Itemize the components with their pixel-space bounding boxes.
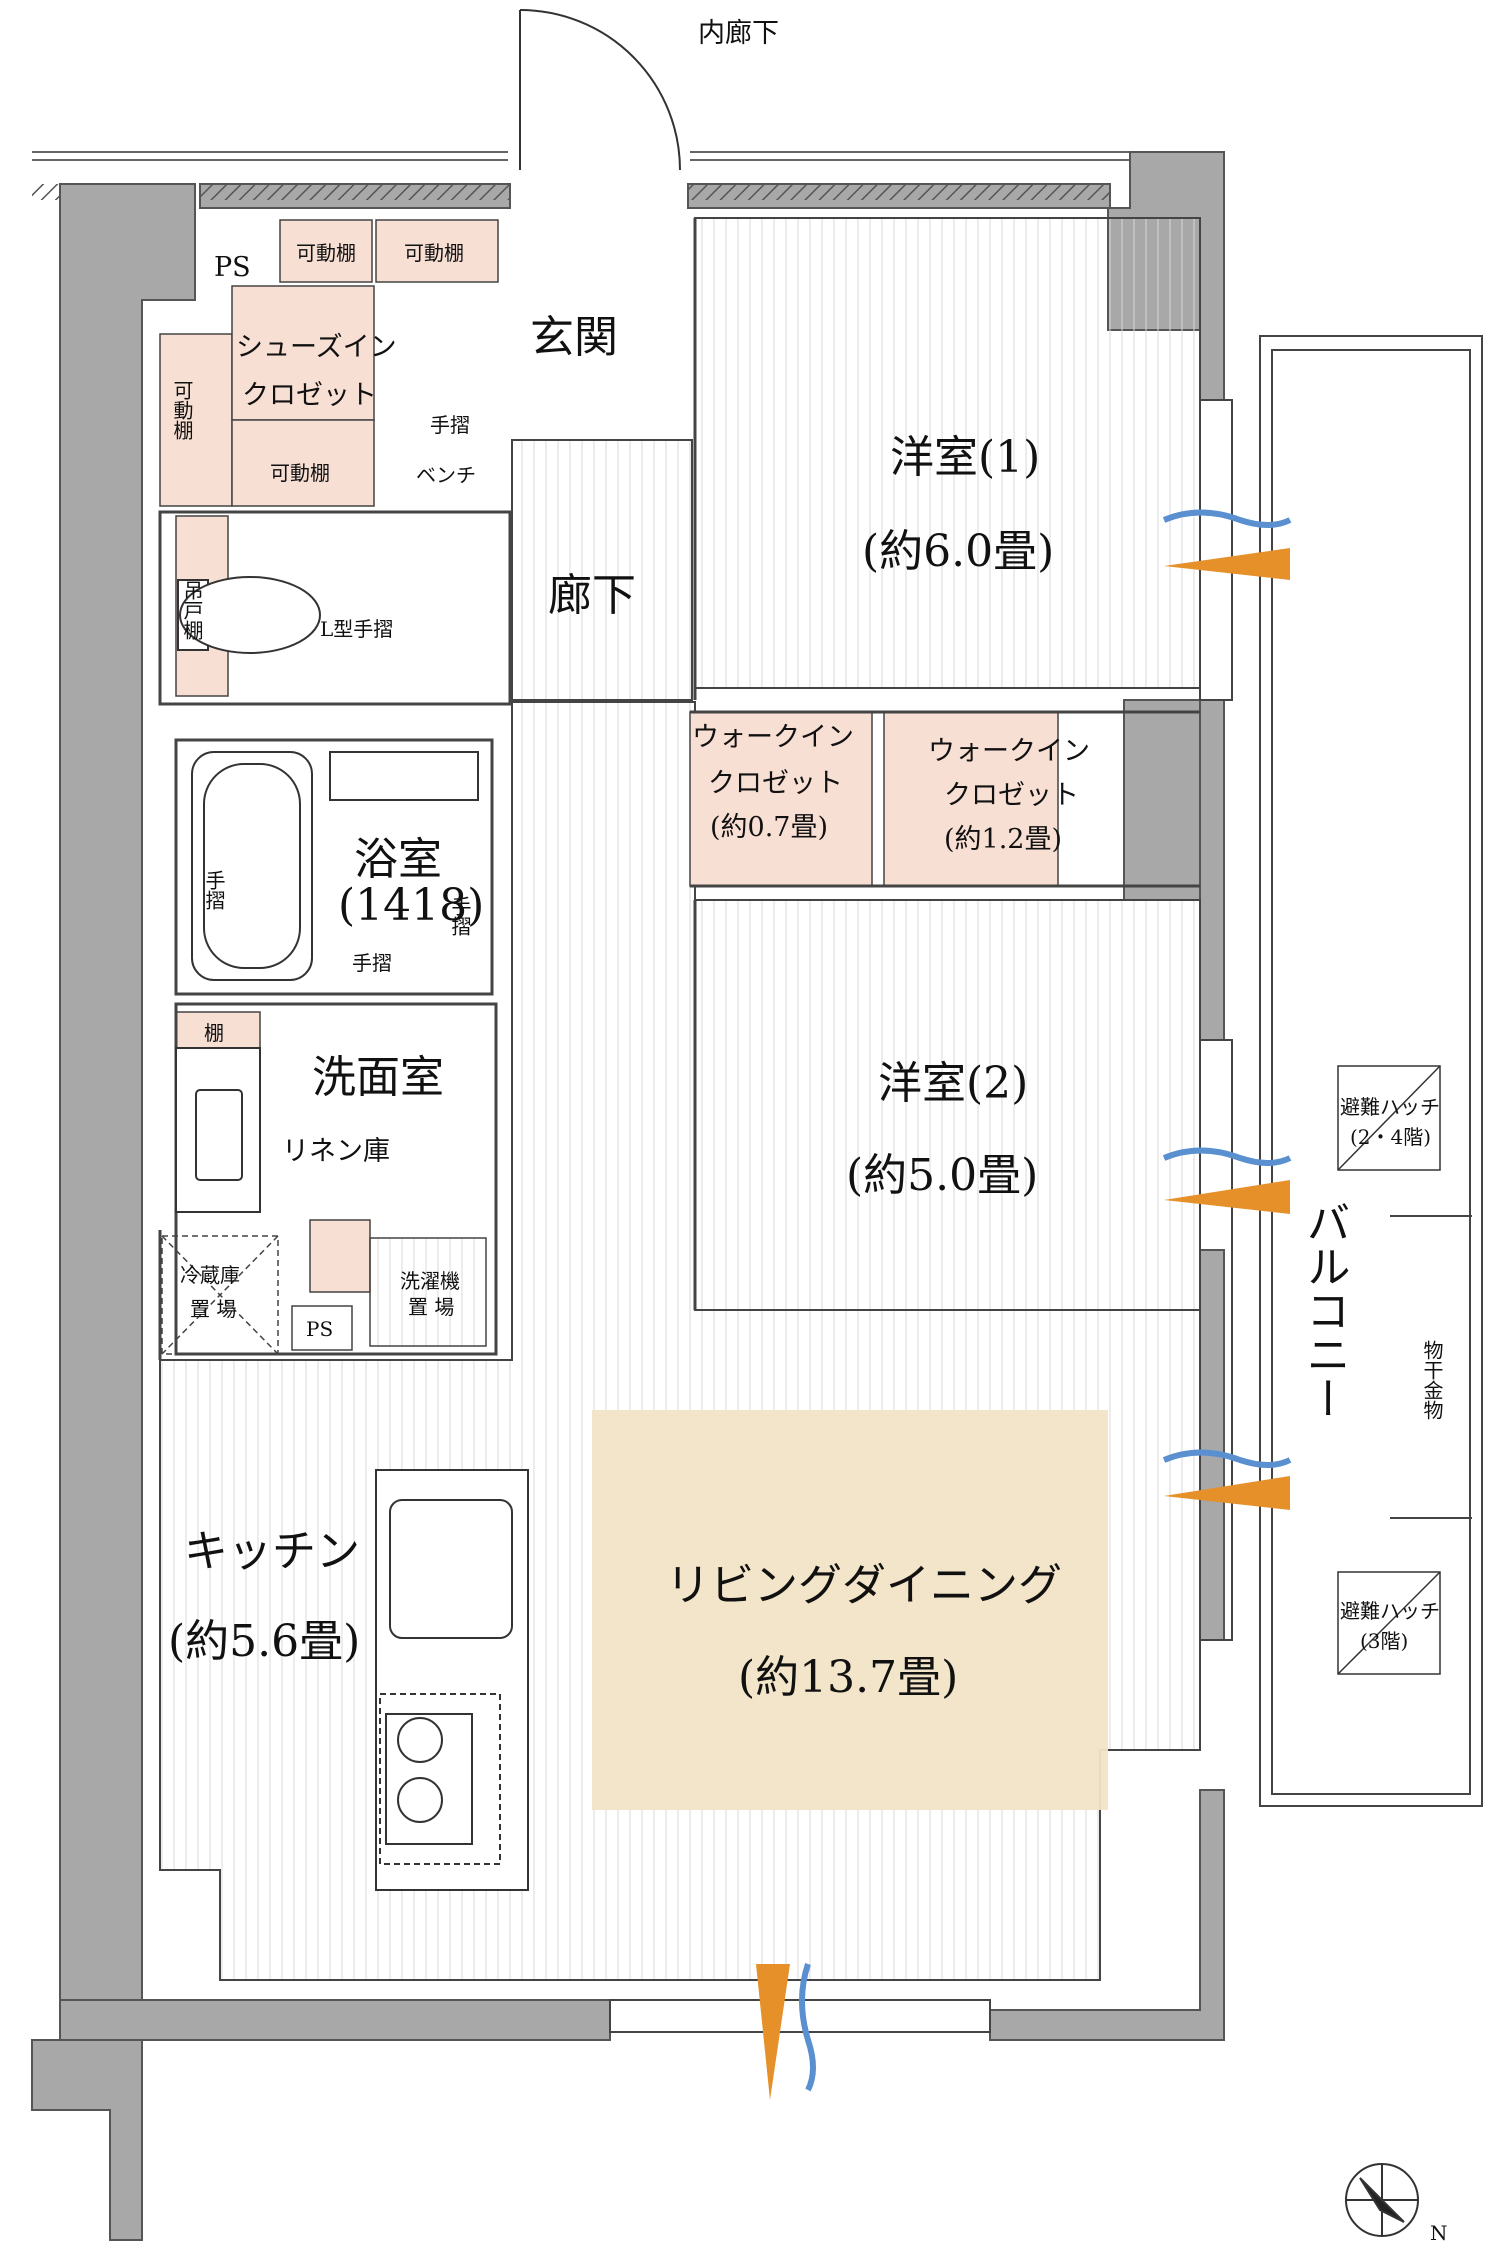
label-room1-name: 洋室(1) [890,432,1040,483]
label-hatch1-a: 避難ハッチ [1340,1095,1440,1119]
hatch-boxes [1337,1065,1441,1675]
sunlight-icon [756,548,1290,2100]
label-shelf-1: 可動棚 [296,241,356,265]
label-handrail-bath-c: 手摺 [352,951,392,975]
entry-door-icon [519,9,681,171]
toilet-icon [177,576,321,654]
kitchen-counter [375,1469,529,1891]
label-entrance: 玄関 [530,312,618,363]
label-shelf-2: 可動棚 [404,241,464,265]
label-room2-name: 洋室(2) [878,1058,1028,1109]
label-compass-n: N [1430,2221,1448,2245]
label-wic1-c: (約0.7畳) [710,812,828,843]
label-fridge-b: 置 場 [190,1297,236,1321]
corridor-rail [32,151,1200,161]
label-balcony: バルコニー [1299,1200,1350,1420]
bathtub-icon [191,751,479,981]
label-shelf-vertical: 可動棚 [170,380,194,440]
label-room2-size: (約5.0畳) [846,1150,1038,1201]
label-wic2-a: ウォークイン [928,736,1090,767]
label-shoes-closet-2: クロゼット [242,380,377,411]
closets [159,219,1059,1293]
ps-box [291,1305,353,1351]
label-washer-b: 置 場 [408,1295,454,1319]
label-kitchen-name: キッチン [184,1526,360,1577]
label-linen: リネン庫 [282,1136,390,1167]
label-washroom: 洗面室 [312,1052,444,1103]
label-wic1-b: クロゼット [708,768,843,799]
label-shoes-closet-1: シューズイン [236,332,397,363]
label-living-name: リビングダイニング [666,1560,1062,1611]
label-kitchen-size: (約5.6畳) [168,1616,360,1667]
fridge-area [161,1235,279,1355]
label-inner-corridor: 内廊下 [698,18,779,49]
balcony-rail [1259,335,1483,1807]
label-hatch2-b: (3階) [1360,1629,1408,1653]
label-l-handrail: L型手摺 [320,617,393,641]
label-hatch2-a: 避難ハッチ [1340,1599,1440,1623]
label-ps-top: PS [214,252,251,283]
label-fridge-a: 冷蔵庫 [180,1263,240,1287]
label-ps-bottom: PS [306,1317,333,1341]
label-wic2-c: (約1.2畳) [944,824,1062,855]
label-corridor: 廊下 [548,570,636,621]
label-bath-name: 浴室 [354,834,442,885]
compass-icon [1345,2163,1419,2237]
ventilation-icon [799,509,1292,2092]
label-handrail-bath-a: 手摺 [202,870,226,910]
living-rug [592,1410,1108,1810]
label-hanging-shelf: 吊戸棚 [180,580,204,640]
label-drying-hardware: 物干金物 [1420,1340,1444,1420]
label-wic2-b: クロゼット [944,780,1079,811]
sink-icon [175,1047,261,1213]
label-bench: ベンチ [416,463,476,487]
label-shelf-wash: 棚 [204,1021,224,1045]
washer-area [369,1237,487,1347]
stove-icon [379,1693,501,1865]
label-room1-size: (約6.0畳) [862,526,1054,577]
label-living-size: (約13.7畳) [738,1652,958,1703]
wall-hatch [32,184,1110,200]
label-shelf-3: 可動棚 [270,461,330,485]
label-handrail-entry: 手摺 [430,413,470,437]
label-wic1-a: ウォークイン [692,722,854,753]
label-washer-a: 洗濯機 [400,1269,460,1293]
label-bath-size: (1418) [338,880,484,931]
label-hatch1-b: (2・4階) [1350,1125,1431,1149]
label-handrail-bath-b: 手摺 [448,896,472,936]
